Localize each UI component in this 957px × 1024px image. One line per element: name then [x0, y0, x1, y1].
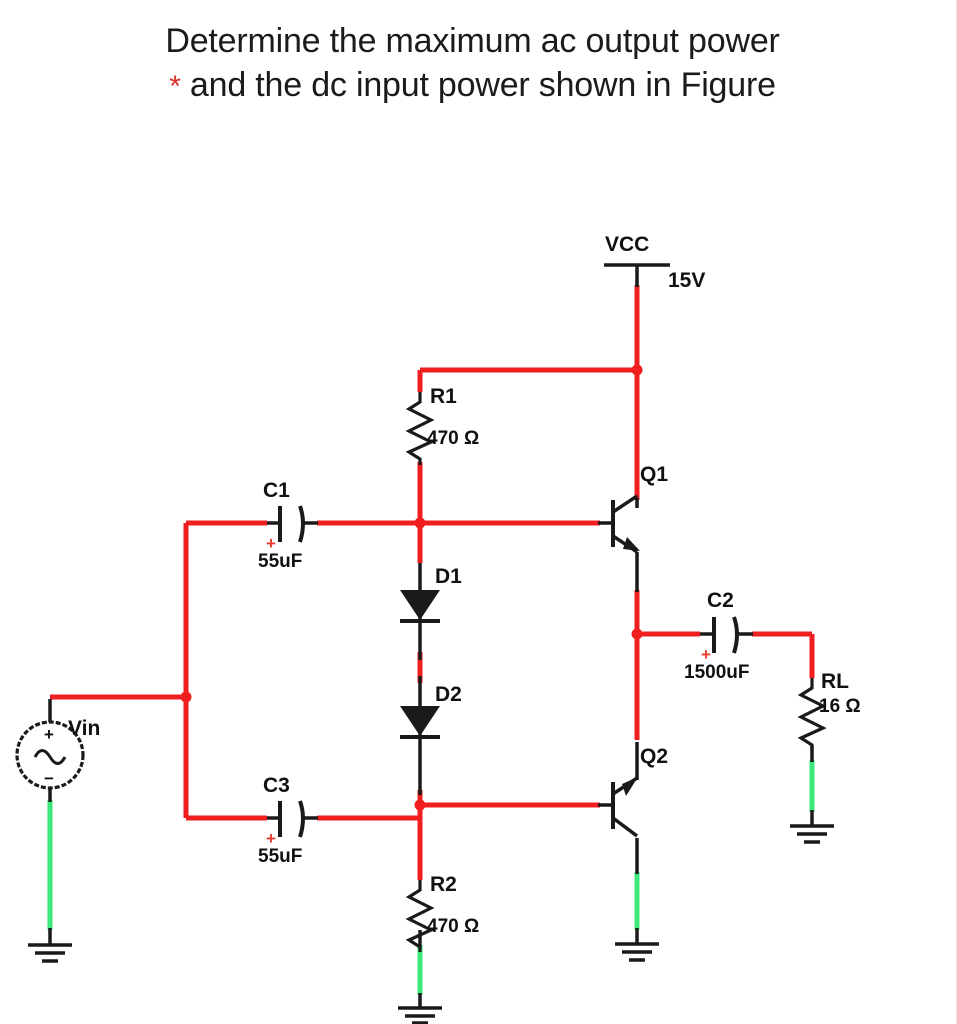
c2-label: C2 [707, 589, 734, 612]
question-text: Determine the maximum ac output power * … [0, 20, 945, 107]
wires-green [47, 760, 815, 995]
junction-output-node [631, 628, 643, 640]
question-line-1: Determine the maximum ac output power [165, 22, 780, 60]
r2-value-label: 470 Ω [427, 916, 479, 937]
component-r1: R1 470 Ω [405, 385, 479, 465]
component-vin: + − Vin [15, 717, 100, 790]
q2-emitter-arrow [622, 777, 638, 796]
q1-label: Q1 [640, 463, 668, 486]
q1-collector-lead [612, 494, 638, 514]
q2-collector-lead [611, 816, 639, 838]
vin-minus-sign: − [44, 769, 54, 788]
rl-zigzag [797, 678, 827, 750]
component-q1: Q1 [598, 463, 668, 592]
rl-label: RL [821, 670, 849, 693]
c2-value-label: 1500uF [684, 662, 749, 683]
junction-vin-left-bus [180, 691, 192, 703]
vin-label: Vin [68, 717, 100, 740]
component-c2: C2 + 1500uF [684, 589, 753, 683]
r1-zigzag [405, 392, 435, 465]
component-d1: D1 [400, 565, 462, 623]
component-c1: C1 + 55uF [258, 479, 318, 572]
question-line-2-text: and the dc input power shown in Figure [189, 65, 776, 104]
r2-zigzag [405, 880, 435, 952]
c1-value-label: 55uF [258, 551, 302, 572]
vcc-label: VCC [605, 233, 649, 256]
d1-triangle [400, 590, 440, 620]
vin-plus-sign: + [44, 725, 54, 744]
component-c3: C3 + 55uF [258, 774, 318, 867]
junction-dots [180, 364, 643, 811]
wires-red [50, 285, 815, 880]
rl-value-label: 16 Ω [819, 696, 861, 717]
junction-bias-upper [414, 517, 426, 529]
question-line-2: * and the dc input power shown in Figure [0, 64, 945, 108]
d2-label-text: D2 [435, 683, 462, 706]
r2-label: R2 [430, 873, 457, 896]
d2-triangle [400, 706, 440, 736]
ground-q2 [615, 942, 659, 962]
r1-label: R1 [430, 385, 457, 408]
vcc-value-label: 15V [668, 269, 705, 292]
junction-bias-lower [414, 799, 426, 811]
ground-vin [28, 943, 72, 963]
d1-label: D1 [435, 565, 462, 588]
vcc-supply-symbol: VCC 15V [604, 233, 705, 292]
r1-value-label: 470 Ω [427, 428, 479, 449]
q1-emitter-arrow [623, 537, 640, 551]
component-r2: R2 470 Ω [405, 873, 479, 952]
vin-sine-icon [33, 749, 67, 765]
component-d2 [400, 706, 440, 739]
component-q2: Q2 [598, 742, 668, 838]
c3-value-label: 55uF [258, 846, 302, 867]
c1-polarity-plus: + [266, 534, 276, 553]
c2-polarity-plus: + [701, 645, 711, 664]
required-asterisk: * [169, 69, 181, 103]
junction-vcc-q1 [631, 364, 643, 376]
ground-r2 [398, 1006, 442, 1024]
c3-polarity-plus: + [266, 829, 276, 848]
component-rl: RL 16 Ω [797, 670, 861, 750]
q2-label: Q2 [640, 745, 668, 768]
ground-rl [790, 824, 834, 844]
c3-label: C3 [263, 774, 290, 797]
ground-symbols [28, 824, 834, 1024]
c1-label: C1 [263, 479, 290, 502]
